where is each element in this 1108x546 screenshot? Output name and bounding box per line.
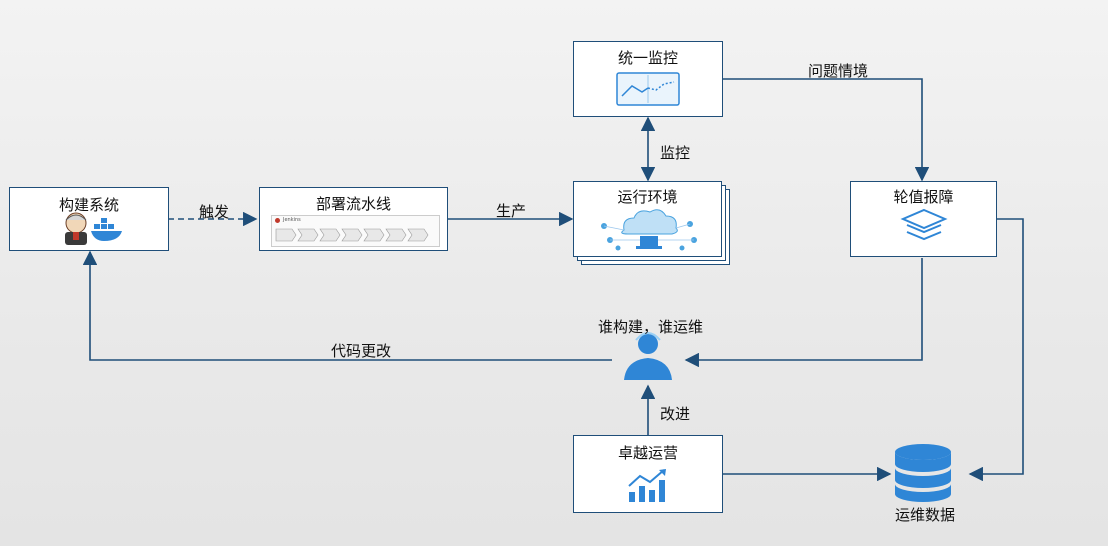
person-icon [624,332,672,380]
runtime-env-title: 运行环境 [617,188,678,206]
unified-monitor-title: 统一监控 [617,49,678,67]
layers-stack-icon [900,208,948,241]
edge-label-code-change: 代码更改 [331,342,392,360]
monitor-chart-icon [616,72,680,106]
build-system-title: 构建系统 [58,196,119,214]
node-runtime-env[interactable]: 运行环境 [573,181,722,257]
growth-bar-chart-icon [628,469,666,502]
excellent-ops-title: 卓越运营 [617,444,678,462]
edge-label-produce: 生产 [496,202,527,220]
jenkins-docker-icon [65,212,122,245]
node-build-system[interactable]: 构建系统 [9,187,169,251]
edge-oncall-to-person [684,258,923,368]
node-excellent-ops[interactable]: 卓越运营 [573,435,723,513]
edge-label-problem-context: 问题情境 [808,62,869,80]
pipeline-mini-screenshot: Jenkins [271,215,440,247]
pipeline-mini-header: Jenkins [283,217,301,223]
jenkins-logo-icon [275,218,280,223]
edge-label-monitor: 监控 [660,144,691,162]
database-icon [895,444,951,502]
cloud-network-icon [601,209,697,251]
pipeline-stages-icon [275,228,429,242]
node-deploy-pipeline[interactable]: 部署流水线 Jenkins [259,187,448,251]
edge-label-trigger: 触发 [199,203,230,221]
edge-oncall-to-data [968,218,1024,482]
edge-label-improve: 改进 [660,405,691,423]
node-on-call[interactable]: 轮值报障 [850,181,997,257]
edge-problem-context [722,78,930,182]
on-call-title: 轮值报障 [893,188,954,206]
ops-data-label: 运维数据 [895,506,956,524]
deploy-pipeline-title: 部署流水线 [315,195,391,213]
edge-code-change [82,250,612,361]
person-label: 谁构建，谁运维 [598,318,704,336]
node-unified-monitor[interactable]: 统一监控 [573,41,723,117]
